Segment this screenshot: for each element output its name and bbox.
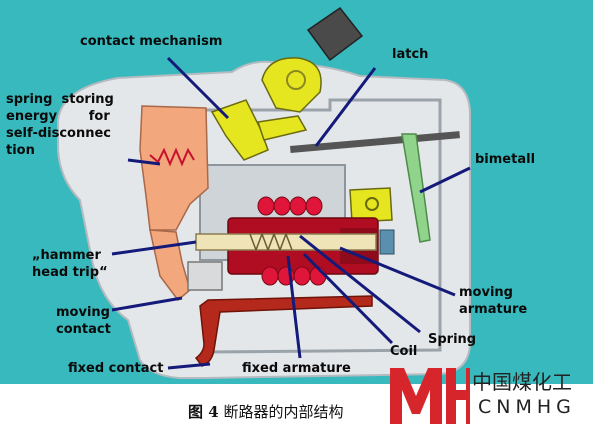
diagram-panel: contact mechanism latch spring storing e…: [0, 0, 593, 384]
handle: [306, 6, 364, 62]
bimetal-strip: [401, 133, 431, 243]
label-coil: Coil: [390, 344, 418, 359]
label-latch: latch: [392, 47, 429, 62]
label-bimetall: bimetall: [475, 152, 536, 167]
label-moving-armature-2: armature: [459, 302, 528, 317]
label-spring-storing-3: self-disconnec: [6, 126, 112, 141]
armature-yoke: [349, 187, 393, 223]
watermark: 中国煤化工 CNMHG: [386, 360, 593, 429]
label-spring-storing-2: energy for: [6, 109, 110, 124]
label-hammer-head-trip-2: head trip“: [32, 265, 108, 280]
label-moving-contact-2: contact: [56, 322, 111, 337]
watermark-english: CNMHG: [478, 396, 576, 418]
watermark-chinese: 中国煤化工: [472, 370, 572, 394]
latch-link: [257, 115, 308, 141]
label-fixed-armature: fixed armature: [242, 361, 351, 376]
figure-caption: 图 4 断路器的内部结构: [188, 401, 343, 422]
circuit-breaker-cutaway: [57, 6, 471, 379]
label-spring-storing-1: spring storing: [6, 92, 114, 107]
watermark-logo: [390, 368, 470, 424]
coil-windings-top: [257, 196, 323, 216]
label-moving-armature-1: moving: [459, 285, 513, 300]
spring-block: [139, 105, 209, 231]
label-spring-storing-4: tion: [6, 143, 35, 158]
hammer-plunger: [195, 233, 377, 251]
latch-lever: [261, 57, 322, 113]
figure-number: 图 4: [188, 403, 219, 421]
latch-bar: [289, 131, 460, 153]
label-hammer-head-trip-1: „hammer: [32, 248, 101, 263]
label-spring: Spring: [428, 332, 477, 347]
figure-caption-text: 断路器的内部结构: [223, 403, 344, 421]
moving-contact-block: [187, 261, 223, 291]
leader-lines: [111, 56, 471, 370]
energy-spring: [149, 147, 195, 167]
plunger-spring: [249, 231, 293, 253]
latch-pivot: [286, 70, 306, 90]
label-contact-mechanism: contact mechanism: [80, 34, 223, 49]
plunger-cap: [379, 229, 395, 255]
label-fixed-contact: fixed contact: [68, 361, 164, 376]
label-moving-contact-1: moving: [56, 305, 110, 320]
